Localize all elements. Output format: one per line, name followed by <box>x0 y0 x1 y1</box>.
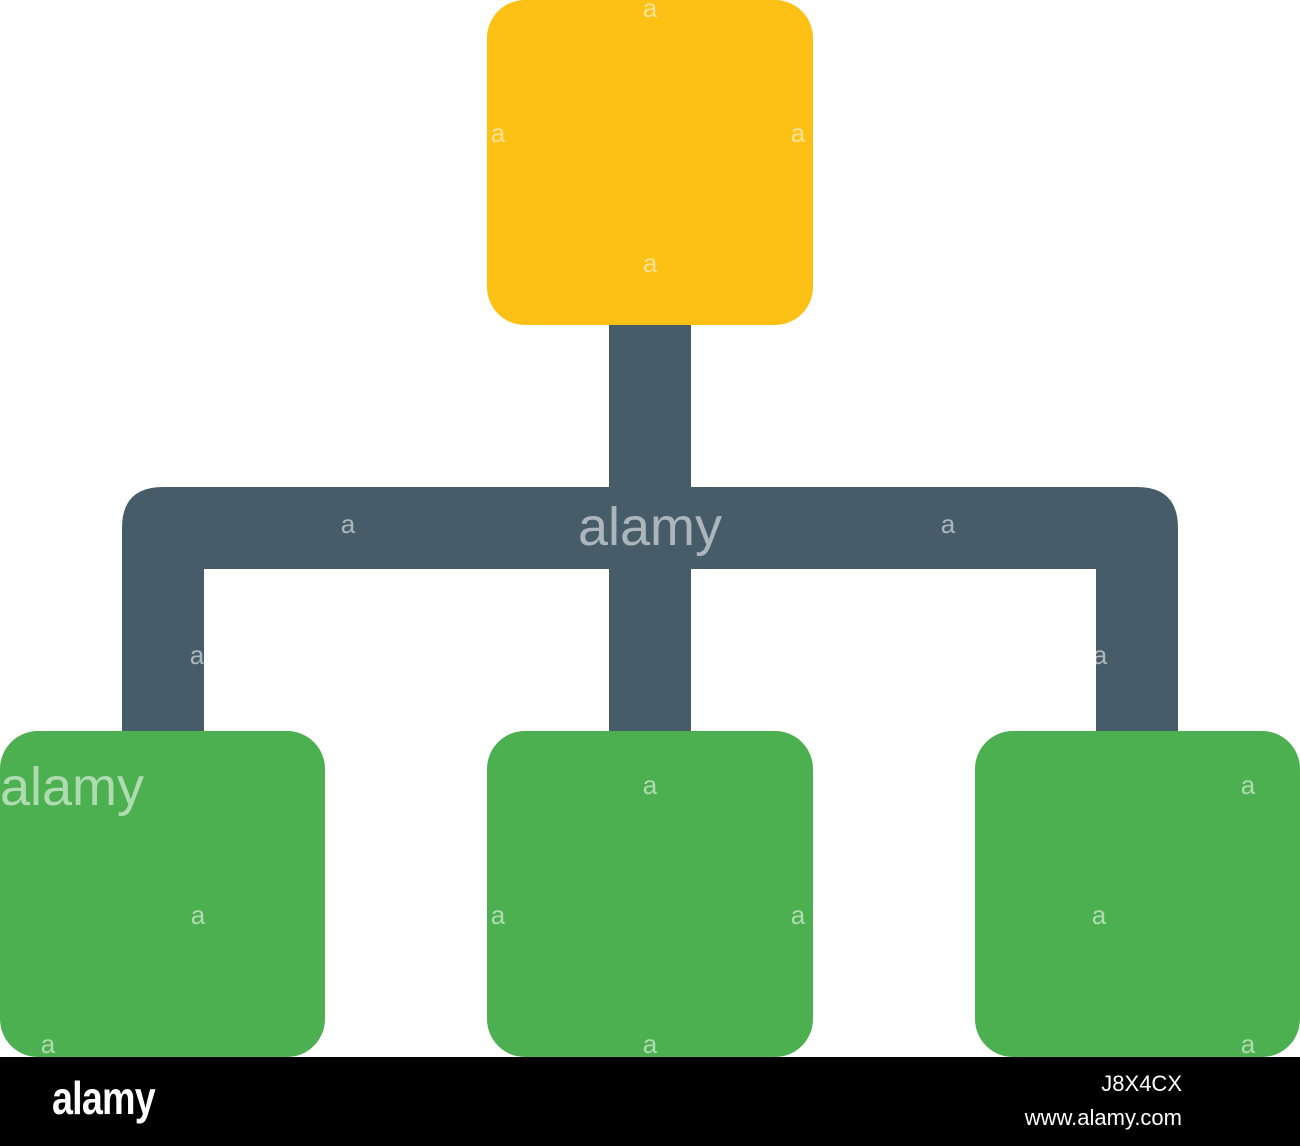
footer-url: www.alamy.com <box>1024 1105 1182 1130</box>
watermark-mark: a <box>643 0 658 23</box>
watermark-mark: a <box>190 640 205 670</box>
footer-logo: alamy <box>52 1072 156 1124</box>
child-node-center <box>487 731 813 1057</box>
watermark-mark: a <box>791 118 806 148</box>
watermark-mark: a <box>1092 900 1107 930</box>
watermark-mark: a <box>643 1029 658 1057</box>
watermark-mark: a <box>1241 1029 1256 1057</box>
watermark-mark: a <box>491 118 506 148</box>
hierarchy-diagram-icon: alamy alamy a a a a a a a a a a a a a a … <box>0 0 1300 1057</box>
watermark-mark: a <box>941 509 956 539</box>
watermark-mark: a <box>643 248 658 278</box>
footer-image-id: J8X4CX <box>1101 1071 1182 1096</box>
watermark-word: alamy <box>0 757 144 817</box>
connector-trunk <box>609 320 691 500</box>
connector-branch <box>122 487 1178 734</box>
connector-lines <box>122 320 1178 740</box>
connector-center-drop <box>609 560 691 740</box>
watermark-mark: a <box>791 900 806 930</box>
watermark-mark: a <box>1241 770 1256 800</box>
stock-footer-bar: alamy J8X4CX www.alamy.com <box>0 1057 1300 1146</box>
watermark-mark: a <box>191 900 206 930</box>
watermark-mark: a <box>41 1029 56 1057</box>
watermark-overlay: alamy alamy a a a a a a a a a a a a a a … <box>0 0 1256 1057</box>
watermark-word: alamy <box>578 497 722 557</box>
root-node <box>487 0 813 325</box>
watermark-mark: a <box>491 900 506 930</box>
child-node-left <box>0 731 325 1057</box>
watermark-mark: a <box>341 509 356 539</box>
watermark-mark: a <box>643 770 658 800</box>
child-node-right <box>975 731 1300 1057</box>
watermark-mark: a <box>1093 640 1108 670</box>
